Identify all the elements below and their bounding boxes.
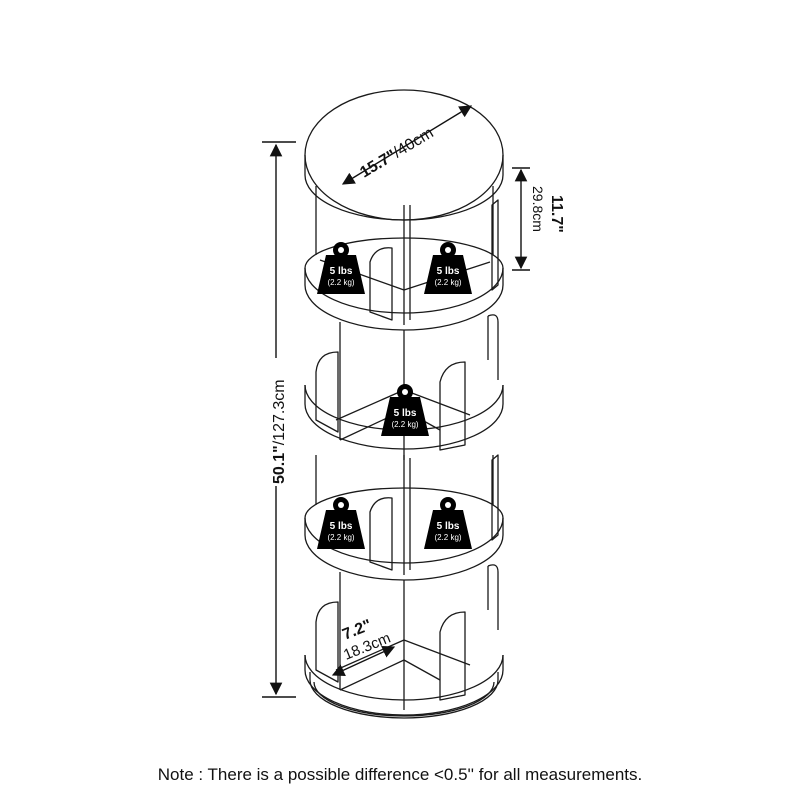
weight-label: 5 lbs xyxy=(394,408,417,419)
weight-label: 5 lbs xyxy=(330,521,353,532)
svg-text:50.1"/127.3cm: 50.1"/127.3cm xyxy=(271,379,288,484)
measurement-note: Note : There is a possible difference <0… xyxy=(157,765,643,784)
total-height-imperial: 50.1" xyxy=(271,445,288,484)
total-height-dimension: 50.1"/127.3cm xyxy=(262,141,296,698)
total-height-metric: /127.3cm xyxy=(271,379,288,445)
shelf-height-imperial: 11.7" xyxy=(548,195,565,233)
weight-label: 5 lbs xyxy=(437,521,460,532)
weight-icon: 5 lbs (2.2 kg) xyxy=(317,497,365,549)
weight-sub: (2.2 kg) xyxy=(434,278,461,287)
top-diameter-metric: /40cm xyxy=(391,124,437,161)
weight-icon: 5 lbs (2.2 kg) xyxy=(424,497,472,549)
weight-icon: 5 lbs (2.2 kg) xyxy=(424,242,472,294)
base xyxy=(304,654,504,719)
shelf-height-metric: 29.8cm xyxy=(530,186,546,232)
section-3 xyxy=(315,454,499,575)
weight-sub: (2.2 kg) xyxy=(434,533,461,542)
weight-label: 5 lbs xyxy=(437,266,460,277)
weight-icon: 5 lbs (2.2 kg) xyxy=(317,242,365,294)
weight-sub: (2.2 kg) xyxy=(391,420,418,429)
compartment-width-dimension: 7.2" 18.3cm xyxy=(331,617,396,676)
weight-icon: 5 lbs (2.2 kg) xyxy=(381,384,429,436)
shelf-height-dimension: 29.8cm 11.7" xyxy=(512,167,565,271)
top-diameter-dimension: 15.7"/40cm xyxy=(341,105,473,185)
weight-label: 5 lbs xyxy=(330,266,353,277)
svg-text:15.7"/40cm: 15.7"/40cm xyxy=(357,124,436,181)
weight-sub: (2.2 kg) xyxy=(327,278,354,287)
weight-sub: (2.2 kg) xyxy=(327,533,354,542)
